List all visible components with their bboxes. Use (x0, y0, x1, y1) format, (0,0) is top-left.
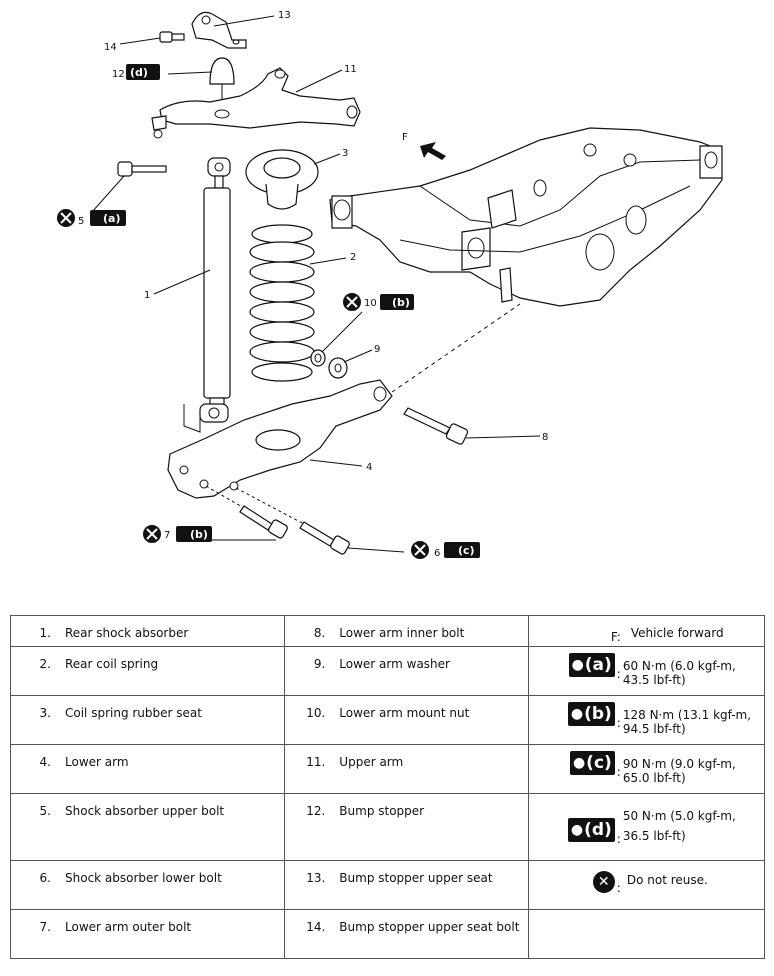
callout-2: 2 (350, 252, 356, 263)
coil-spring-rubber-seat (245, 149, 319, 210)
part-8-name: Lower arm inner bolt (339, 626, 465, 640)
callout-14: 14 (104, 42, 117, 53)
legend-row: 4.Lower arm 11.Upper arm ●(c):90 N·m (9.… (9, 744, 766, 794)
torque-c-icon: ●(c) (569, 751, 615, 775)
svg-text:(b): (b) (392, 296, 410, 309)
rear-shock-absorber (199, 157, 231, 423)
torque-badge-a: (a) (90, 210, 126, 226)
callout-7: 7 (164, 530, 170, 541)
lower-arm-washer (328, 357, 348, 379)
callout-12: 12 (112, 69, 125, 80)
torque-badge-c: (c) (444, 542, 480, 558)
legend-row: 3.Coil spring rubber seat 10.Lower arm m… (9, 695, 766, 745)
legend-row: 6.Shock absorber lower bolt 13.Bump stop… (9, 860, 766, 910)
leader-lines (91, 15, 541, 553)
callout-11: 11 (344, 64, 357, 75)
rear-coil-spring (249, 224, 315, 382)
torque-badge-b-10: (b) (380, 294, 414, 310)
callout-9: 9 (374, 344, 380, 355)
bump-stopper-upper-seat-bolt (159, 31, 185, 43)
torque-a-value: 60 N·m (6.0 kgf-m, 43.5 lbf-ft) (622, 659, 736, 687)
callout-8: 8 (542, 432, 548, 443)
rear-suspension-frame (329, 127, 723, 307)
legend-row: 1.Rear shock absorber 8.Lower arm inner … (9, 615, 766, 647)
svg-text:(a): (a) (103, 212, 120, 225)
lower-arm-mount-nut (310, 349, 326, 367)
do-not-reuse-icon-6 (411, 541, 429, 559)
forward-label: F (402, 132, 408, 143)
lower-arm-outer-bolt (205, 485, 288, 539)
torque-badge-b-7: (b) (176, 526, 212, 542)
do-not-reuse-icon: ✕ (592, 871, 615, 893)
callout-3: 3 (342, 148, 348, 159)
torque-b-icon: ●(b) (567, 702, 615, 726)
bump-stopper-upper-seat (191, 11, 247, 49)
svg-text:(d): (d) (130, 66, 148, 79)
legend-row: 2.Rear coil spring 9.Lower arm washer ●(… (9, 646, 766, 696)
forward-arrow: F (402, 132, 446, 160)
torque-badge-d: (d) (126, 64, 160, 80)
forward-desc: Vehicle forward (630, 626, 724, 640)
torque-d-icon: ●(d) (567, 818, 615, 842)
svg-text:(b): (b) (190, 528, 208, 541)
forward-key: F: (610, 630, 621, 644)
lower-arm-inner-bolt (403, 407, 469, 445)
legend-row: 5.Shock absorber upper bolt 12.Bump stop… (9, 793, 766, 861)
legend-row: 7.Lower arm outer bolt 14.Bump stopper u… (9, 909, 766, 959)
suspension-exploded-diagram: F 13 14 12 11 3 2 1 5 10 9 4 8 7 6 (57, 10, 723, 559)
do-not-reuse-icon-5 (57, 209, 75, 227)
parts-legend-table: 1.Rear shock absorber 8.Lower arm inner … (9, 615, 766, 959)
callout-10: 10 (364, 298, 377, 309)
callout-5: 5 (78, 216, 84, 227)
callout-6: 6 (434, 548, 440, 559)
torque-c-value: 90 N·m (9.0 kgf-m, 65.0 lbf-ft) (622, 757, 736, 785)
svg-text:(c): (c) (458, 544, 475, 557)
torque-d-value: 50 N·m (5.0 kgf-m, 36.5 lbf-ft) (622, 809, 736, 843)
torque-a-icon: ●(a) (568, 653, 615, 677)
callout-13: 13 (278, 10, 291, 21)
part-1-name: Rear shock absorber (65, 626, 189, 640)
do-not-reuse-icon-10 (343, 293, 361, 311)
do-not-reuse-desc: Do not reuse. (626, 873, 708, 887)
callout-numbers: 13 14 12 11 3 2 1 5 10 9 4 8 7 6 (78, 10, 548, 559)
lower-arm (167, 379, 393, 499)
shock-absorber-upper-bolt (117, 161, 167, 177)
bump-stopper (209, 57, 235, 110)
torque-b-value: 128 N·m (13.1 kgf-m, 94.5 lbf-ft) (622, 708, 752, 736)
upper-arm (151, 67, 361, 139)
do-not-reuse-icon-7 (143, 525, 161, 543)
callout-4: 4 (366, 462, 372, 473)
callout-1: 1 (144, 290, 150, 301)
shock-absorber-lower-bolt (235, 487, 350, 555)
